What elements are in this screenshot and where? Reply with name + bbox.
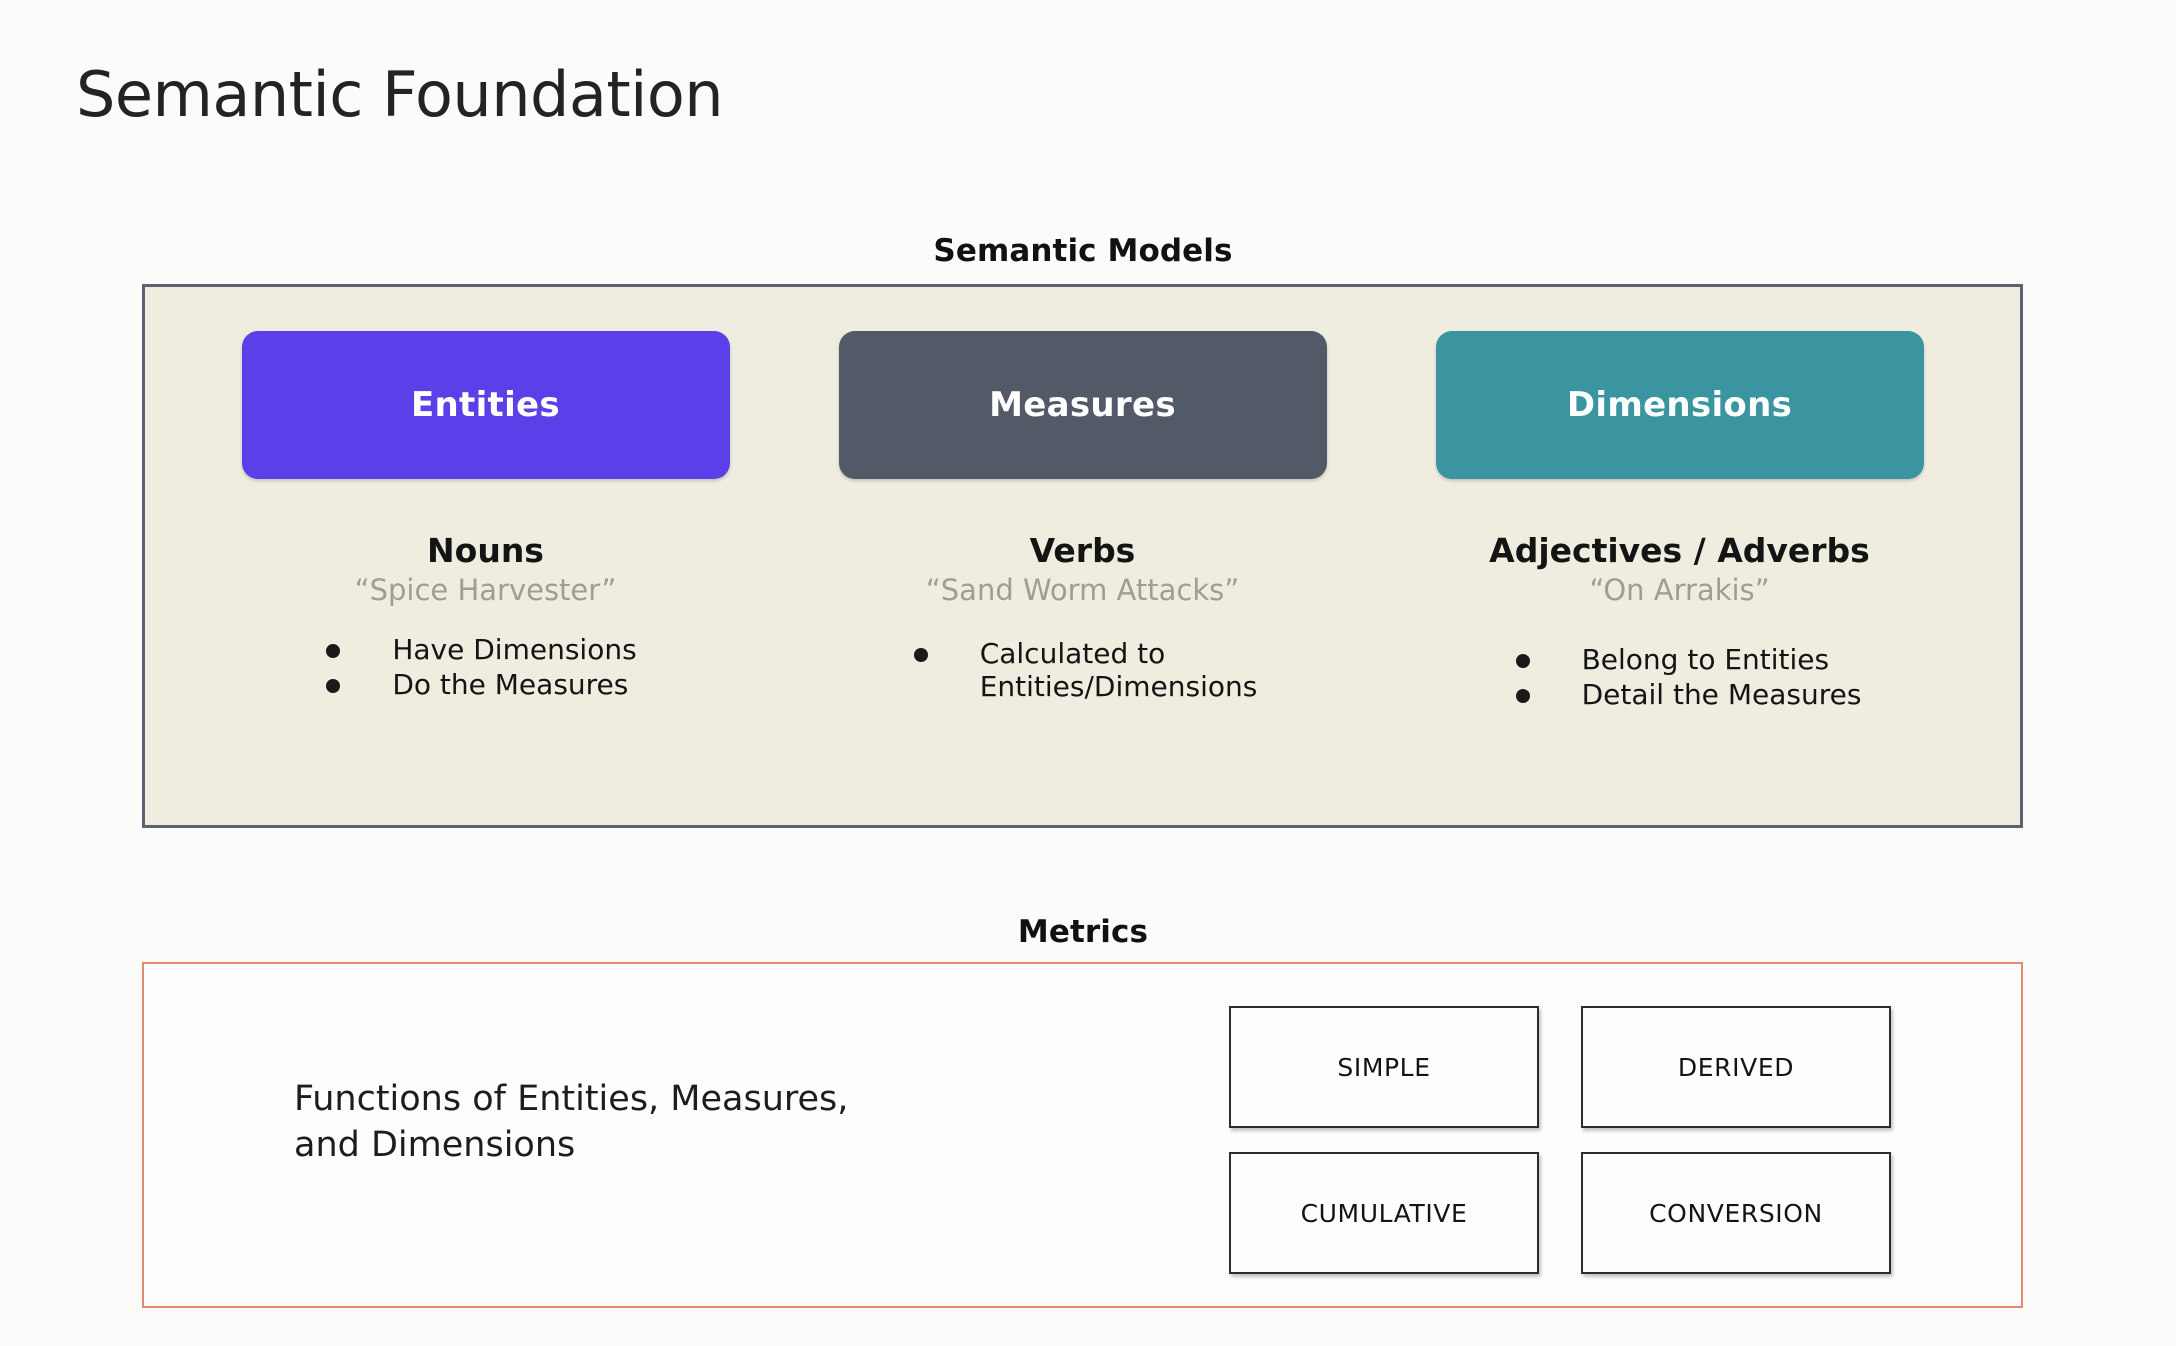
bullet-dot-icon [326,644,341,659]
semantic-models-panel: Entities Nouns “Spice Harvester” Have Di… [142,284,2023,828]
entities-example: “Spice Harvester” [354,572,617,607]
semantic-models-heading: Semantic Models [933,233,1233,269]
dimensions-bullet-0: Belong to Entities [1581,643,1830,677]
bullet-dot-icon [326,679,341,694]
metric-type-cumulative[interactable]: CUMULATIVE [1229,1152,1539,1274]
bullet-dot-icon [913,648,928,663]
dimensions-example: “On Arrakis” [1589,572,1770,607]
list-item: Calculated to Entities/Dimensions [913,637,1258,704]
measures-bullet-0: Calculated to Entities/Dimensions [979,637,1258,704]
measures-part-of-speech: Verbs [1029,531,1136,570]
card-measures[interactable]: Measures [838,331,1327,479]
list-item: Belong to Entities [1515,643,1862,677]
metric-type-conversion[interactable]: CONVERSION [1581,1152,1891,1274]
metric-type-simple[interactable]: SIMPLE [1229,1006,1539,1128]
card-dimensions[interactable]: Dimensions [1435,331,1924,479]
model-column-measures: Measures Verbs “Sand Worm Attacks” Calcu… [784,331,1381,705]
list-item: Do the Measures [326,668,636,701]
metrics-description: Functions of Entities, Measures, and Dim… [294,1079,849,1166]
dimensions-bullet-list: Belong to Entities Detail the Measures [1515,643,1862,713]
list-item: Detail the Measures [1515,678,1862,712]
metrics-panel: Functions of Entities, Measures, and Dim… [142,962,2023,1308]
dimensions-bullet-1: Detail the Measures [1581,678,1862,712]
entities-bullet-1: Do the Measures [392,668,629,702]
bullet-dot-icon [1515,689,1530,704]
dimensions-part-of-speech: Adjectives / Adverbs [1489,531,1870,570]
bullet-dot-icon [1515,654,1530,669]
semantic-models-columns: Entities Nouns “Spice Harvester” Have Di… [145,287,2020,825]
card-entities[interactable]: Entities [241,331,730,479]
entities-part-of-speech: Nouns [427,531,544,570]
model-column-dimensions: Dimensions Adjectives / Adverbs “On Arra… [1381,331,1978,713]
list-item: Have Dimensions [326,633,637,667]
measures-example: “Sand Worm Attacks” [925,572,1240,607]
page-title: Semantic Foundation [76,58,724,131]
metrics-heading: Metrics [1017,914,1149,950]
entities-bullet-0: Have Dimensions [392,633,637,667]
metrics-type-grid: SIMPLE DERIVED CUMULATIVE CONVERSION [1229,1006,1891,1274]
measures-bullet-list: Calculated to Entities/Dimensions [913,637,1258,705]
model-column-entities: Entities Nouns “Spice Harvester” Have Di… [187,331,784,703]
entities-bullet-list: Have Dimensions Do the Measures [326,633,637,703]
metric-type-derived[interactable]: DERIVED [1581,1006,1891,1128]
